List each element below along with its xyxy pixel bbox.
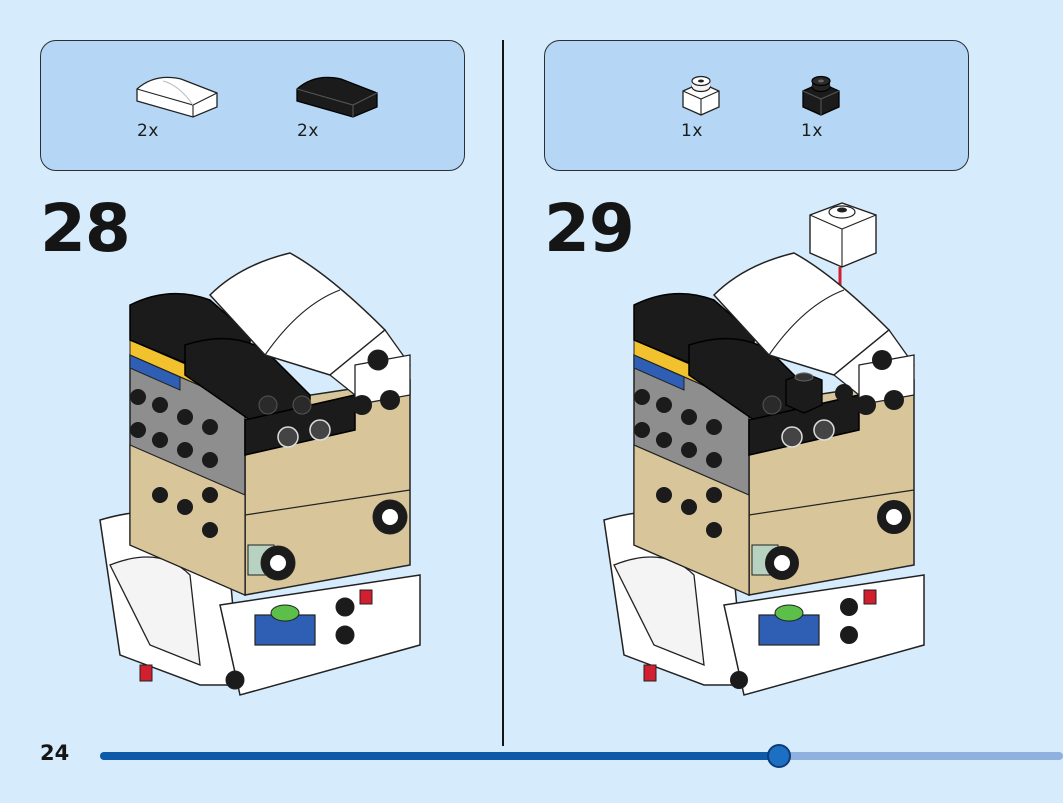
model-group <box>99 252 421 696</box>
progress-fill <box>100 752 779 760</box>
step-number-28: 28 <box>40 190 131 267</box>
model-group <box>603 252 925 696</box>
white-curved-slope-brick-icon <box>136 76 218 118</box>
new-white-1x1-brick <box>809 202 877 268</box>
progress-knob[interactable] <box>766 744 791 768</box>
step-divider <box>502 40 504 746</box>
part-qty: 1x <box>681 121 703 141</box>
parts-callout-step-28: 2x 2x <box>40 40 465 171</box>
part-qty: 2x <box>297 121 319 141</box>
parts-callout-step-29: 1x 1x <box>544 40 969 171</box>
black-curved-slope-brick-icon <box>296 76 378 118</box>
white-1x1-stud-brick-icon <box>682 75 720 116</box>
black-1x1-stud-brick-icon <box>802 75 840 116</box>
step-number-29: 29 <box>544 190 635 267</box>
part-qty: 2x <box>137 121 159 141</box>
page-number: 24 <box>40 741 70 765</box>
brick-model-illustration-step-28 <box>99 252 421 696</box>
progress-bar <box>100 744 1063 768</box>
part-qty: 1x <box>801 121 823 141</box>
brick-model-illustration-step-29 <box>603 202 925 696</box>
